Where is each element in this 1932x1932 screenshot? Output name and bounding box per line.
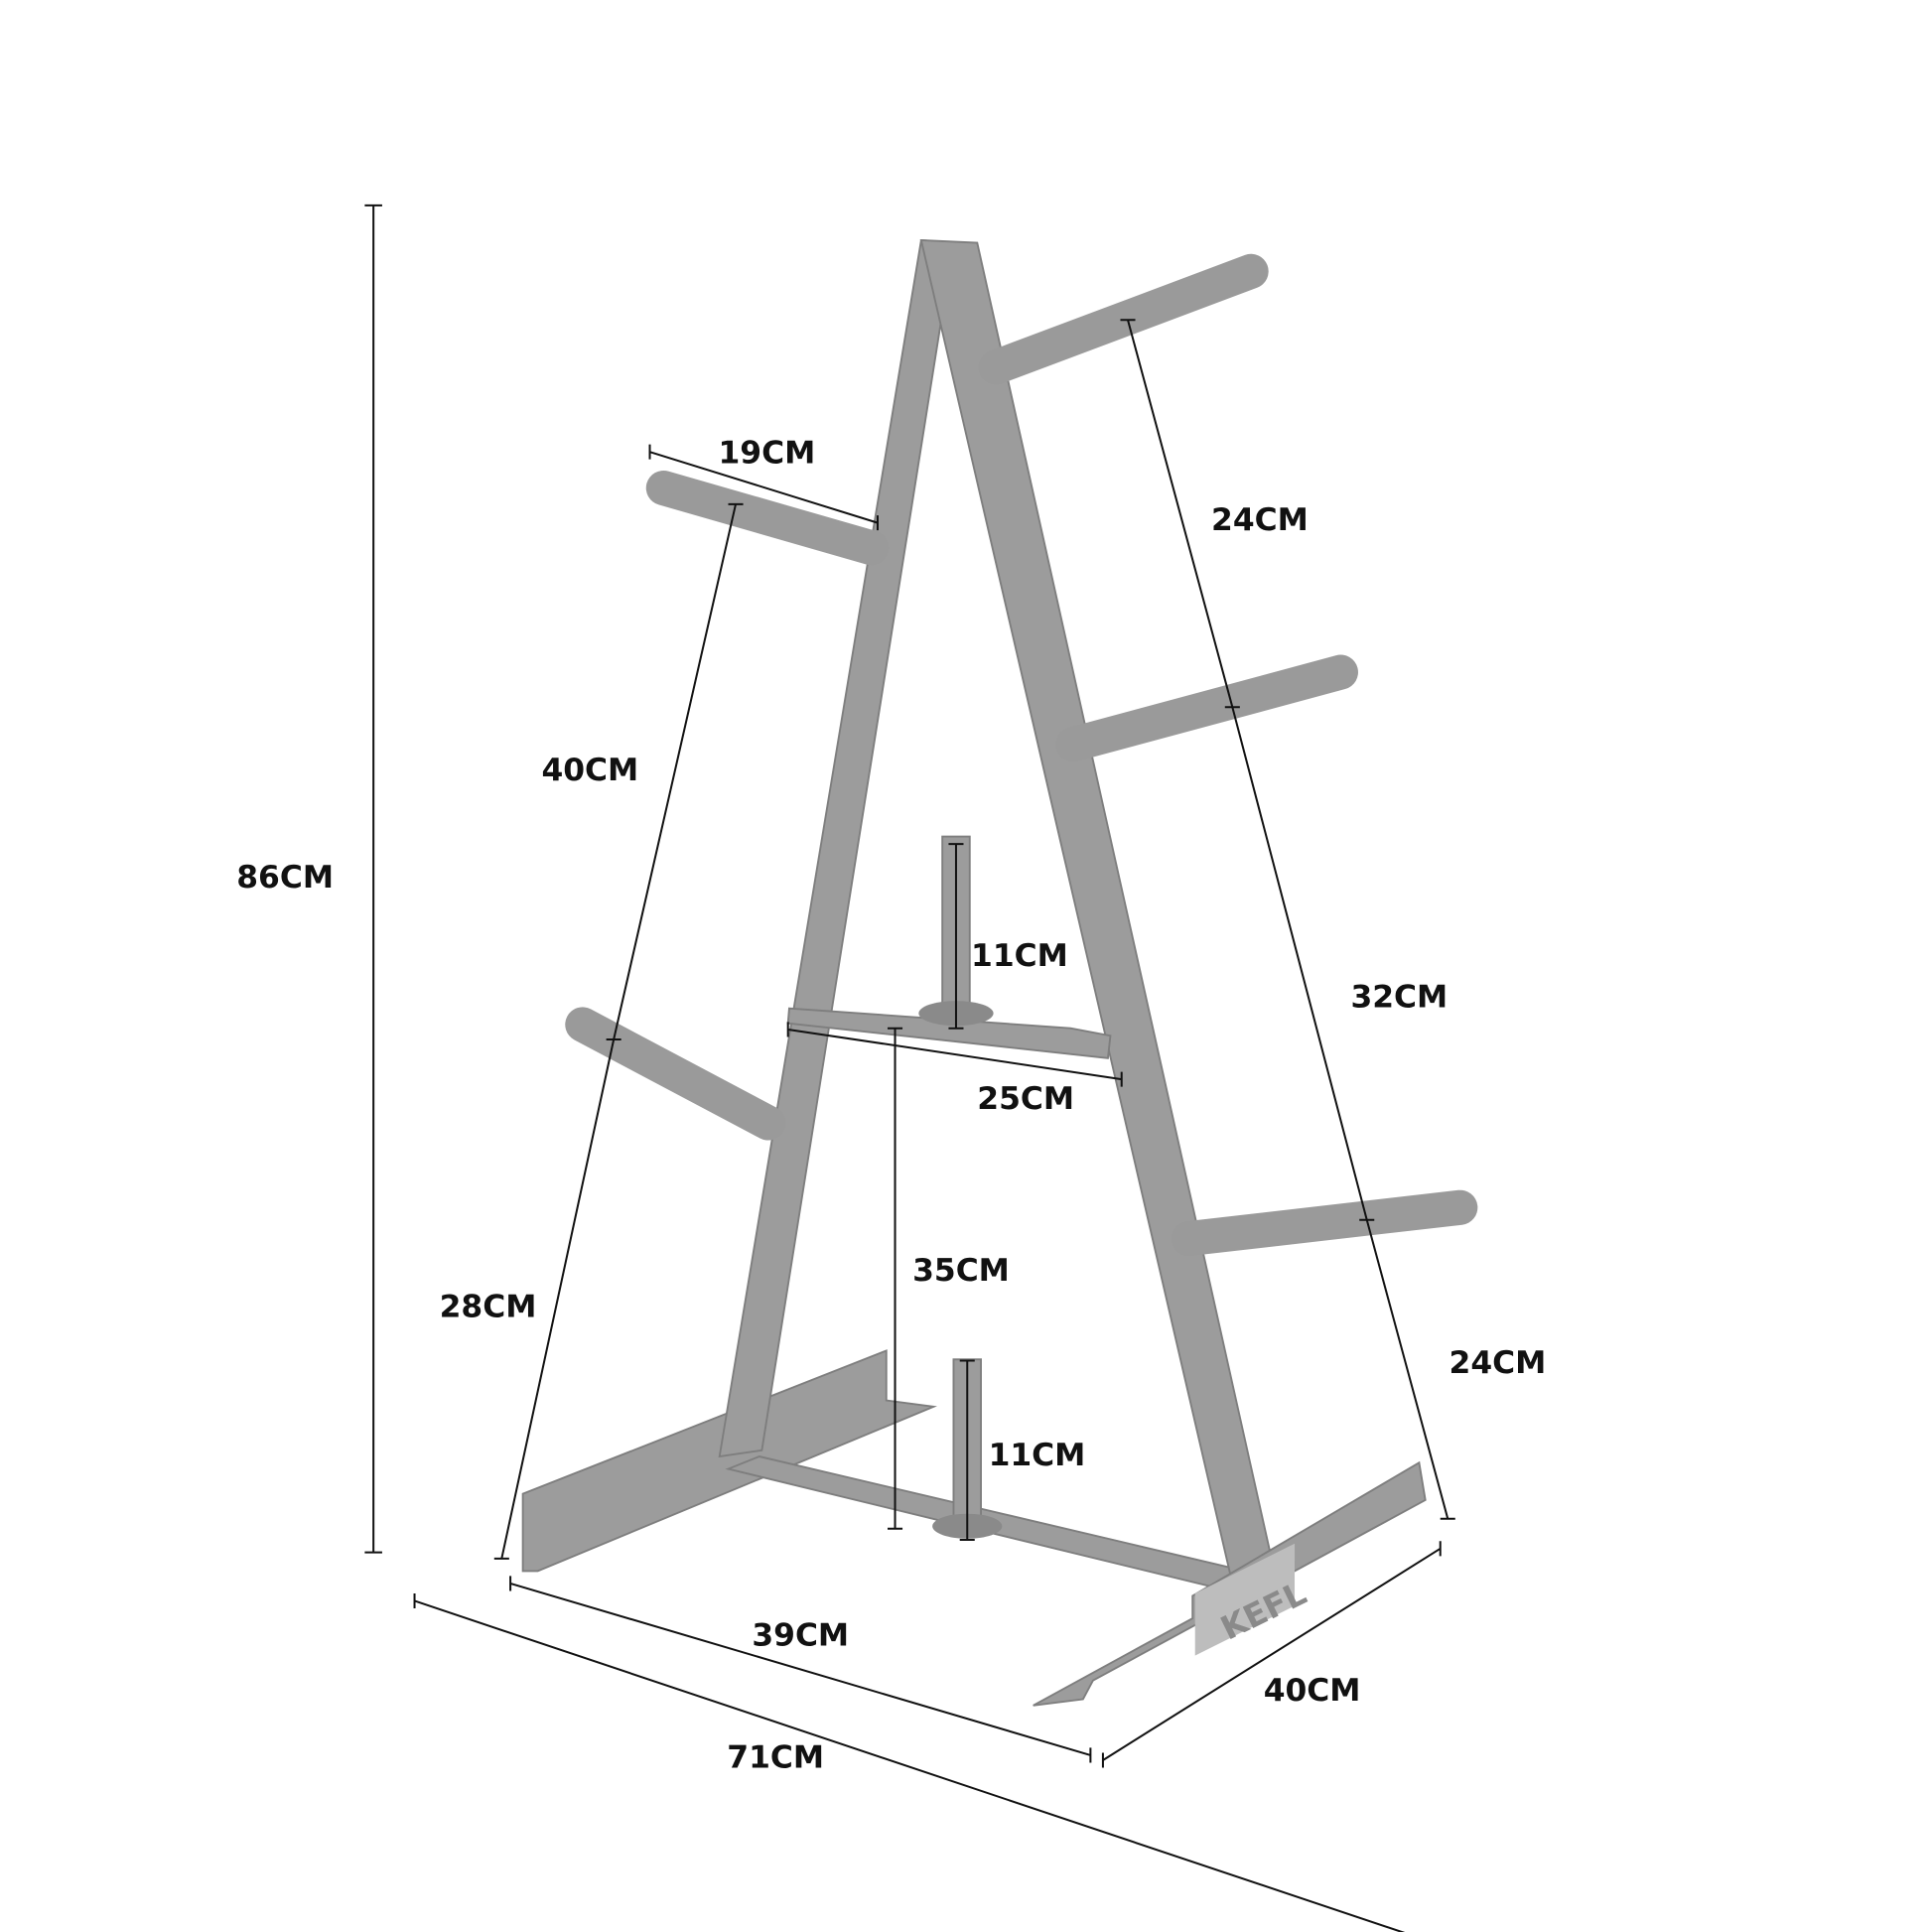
weight-plate-tree-rack: KEFL bbox=[521, 238, 1478, 1707]
dim-line-crossbar-height bbox=[888, 1027, 903, 1530]
label-crossbar-height: 35CM bbox=[912, 1253, 1010, 1289]
label-left-lower: 28CM bbox=[440, 1290, 537, 1325]
dimension-labels: 86CM 19CM 40CM 28CM 24CM 32CM 24CM 11CM … bbox=[236, 435, 1546, 1775]
dim-line-crossbar-width bbox=[786, 1022, 1123, 1087]
crossbar bbox=[786, 1007, 1112, 1059]
label-total-height: 86CM bbox=[236, 860, 334, 896]
dim-line-right-bottom bbox=[1365, 1219, 1455, 1520]
brand-plate bbox=[1194, 1543, 1296, 1656]
label-lower-post: 11CM bbox=[989, 1438, 1086, 1473]
label-upper-post: 11CM bbox=[971, 938, 1068, 974]
dim-line-right-middle bbox=[1231, 706, 1375, 1221]
peg-upper-left bbox=[645, 470, 890, 566]
label-right-top: 24CM bbox=[1211, 502, 1309, 538]
label-right-middle: 32CM bbox=[1350, 979, 1448, 1015]
dim-line-total-height bbox=[364, 204, 382, 1554]
dim-line-peg-length bbox=[648, 444, 879, 531]
dim-line-lower-post bbox=[959, 1359, 975, 1542]
label-total-length: 71CM bbox=[727, 1739, 824, 1775]
dim-line-base-width bbox=[1101, 1541, 1442, 1768]
dim-line-upper-post bbox=[948, 843, 964, 1030]
label-peg-length: 19CM bbox=[718, 435, 815, 471]
dim-line-right-top bbox=[1120, 319, 1240, 709]
label-base-width: 40CM bbox=[1264, 1673, 1361, 1709]
peg-middle-right bbox=[1055, 654, 1358, 762]
dim-line-total-length bbox=[413, 1592, 1406, 1932]
dimension-lines bbox=[364, 204, 1455, 1932]
label-crossbar-width: 25CM bbox=[977, 1081, 1074, 1117]
label-left-upper: 40CM bbox=[541, 753, 638, 788]
dim-line-base-depth bbox=[509, 1576, 1092, 1763]
label-right-bottom: 24CM bbox=[1449, 1345, 1547, 1381]
label-base-depth: 39CM bbox=[752, 1618, 849, 1654]
left-base-foot bbox=[521, 1349, 937, 1573]
peg-bottom-right bbox=[1171, 1189, 1478, 1257]
dim-line-left-lower bbox=[493, 1038, 616, 1560]
